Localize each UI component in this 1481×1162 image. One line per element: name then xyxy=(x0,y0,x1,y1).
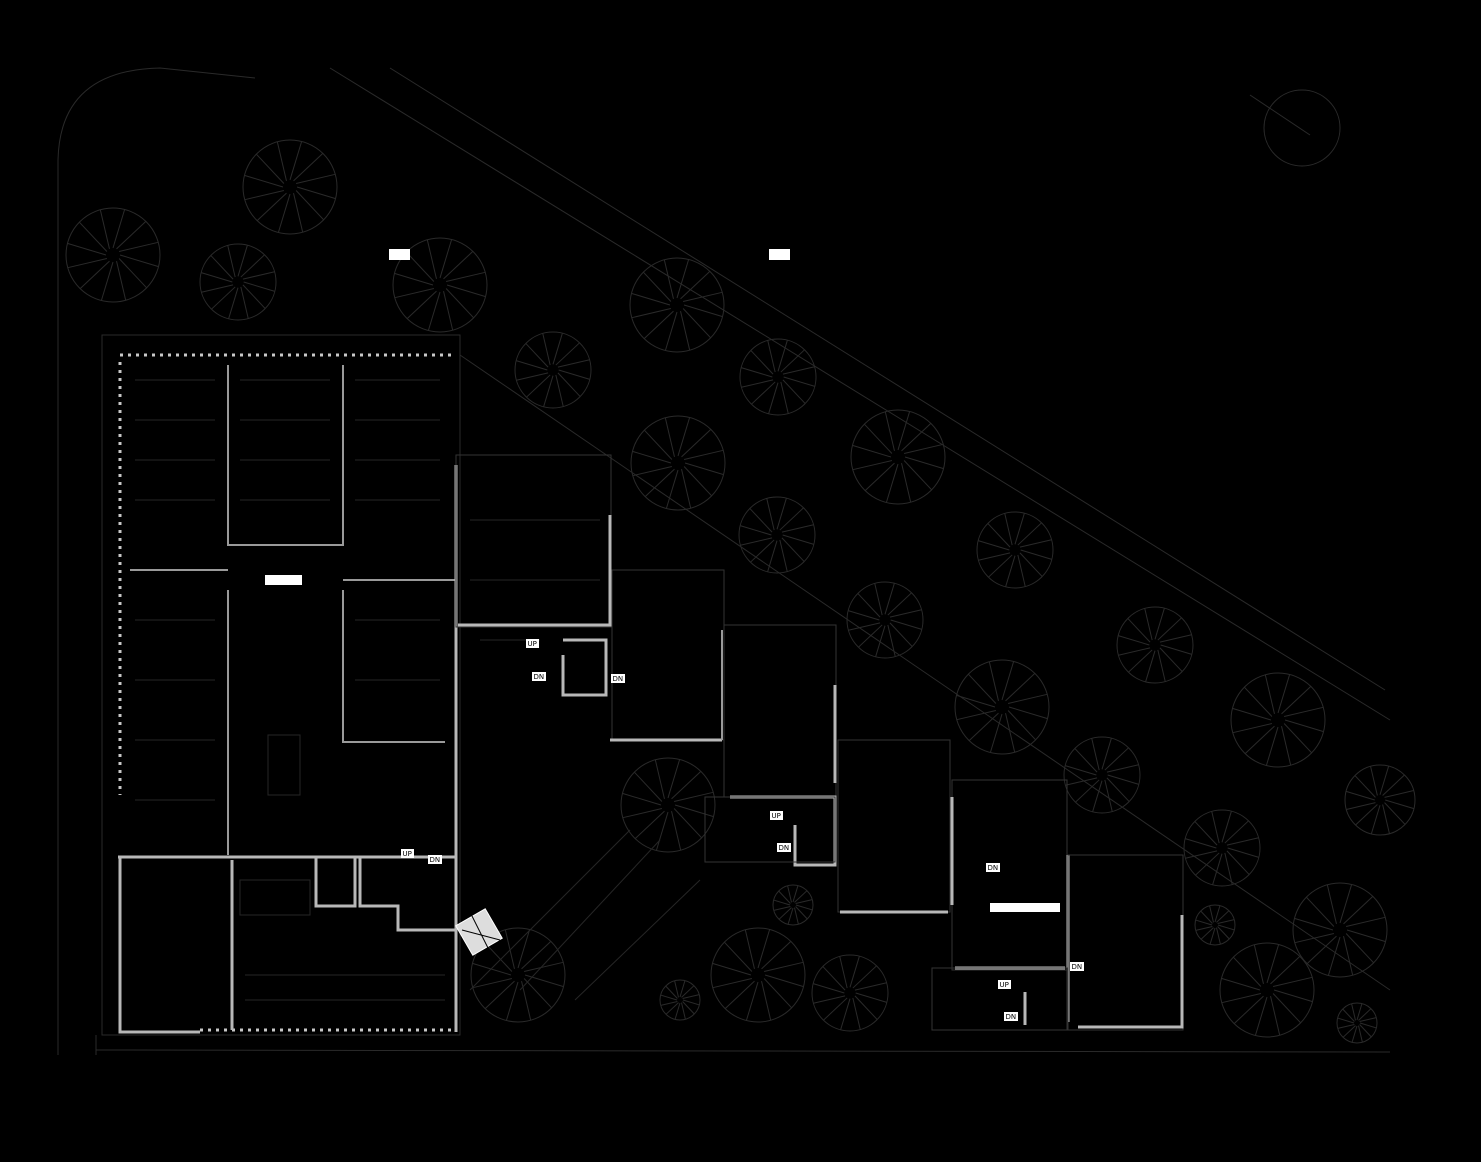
stair-down-label: DN xyxy=(613,675,624,683)
section-marker xyxy=(769,249,790,260)
tree-symbol xyxy=(850,409,946,505)
tree-symbol xyxy=(659,979,701,1021)
north-arrow-symbol xyxy=(455,908,503,956)
stair-label: DN xyxy=(1070,962,1084,971)
tree-symbol xyxy=(1292,882,1388,978)
tree-symbol xyxy=(630,415,726,511)
stair-up-label: UP xyxy=(528,640,537,648)
tree-symbol xyxy=(846,581,924,659)
tree-symbol xyxy=(470,927,566,1023)
stair-down-label: DN xyxy=(988,864,999,872)
tree-symbol xyxy=(629,257,725,353)
west-building xyxy=(101,334,461,1036)
stair-down-label: DN xyxy=(430,856,441,864)
stair-label: DN xyxy=(986,863,1000,872)
tree-symbol xyxy=(199,243,277,321)
stair-label: UP xyxy=(526,639,539,648)
room-tag-marker xyxy=(265,575,302,585)
tree-symbol xyxy=(392,237,488,333)
tree-symbol xyxy=(811,954,889,1032)
townhouse-row xyxy=(455,454,1184,1031)
stair-down-label: DN xyxy=(779,844,790,852)
tree-symbol xyxy=(1183,809,1261,887)
tree-symbol xyxy=(772,884,814,926)
tree-symbol xyxy=(739,338,817,416)
tree-symbol xyxy=(1116,606,1194,684)
stair-label: UP xyxy=(401,849,414,858)
stair-label: DN xyxy=(1004,1012,1018,1021)
tree-symbol xyxy=(1230,672,1326,768)
tree-symbol xyxy=(1194,904,1236,946)
tree-symbol xyxy=(514,331,592,409)
stair-label: DN xyxy=(611,674,625,683)
stair-down-label: DN xyxy=(534,673,545,681)
stair-up-label: UP xyxy=(403,850,412,858)
stair-label: DN xyxy=(777,843,791,852)
landscape-trees xyxy=(65,139,1416,1044)
tree-symbol xyxy=(1344,764,1416,836)
section-marker xyxy=(389,249,410,260)
stair-down-label: DN xyxy=(1006,1013,1017,1021)
stair-up-label: UP xyxy=(1000,981,1009,989)
room-tag-marker xyxy=(990,903,1060,912)
tree-symbol xyxy=(738,496,816,574)
tree-symbol xyxy=(1336,1002,1378,1044)
stair-label: DN xyxy=(532,672,546,681)
tree-symbol xyxy=(954,659,1050,755)
stair-label: DN xyxy=(428,855,442,864)
stair-down-label: DN xyxy=(1072,963,1083,971)
tree-symbol xyxy=(65,207,161,303)
tree-symbol xyxy=(976,511,1054,589)
tree-symbol xyxy=(620,757,716,853)
tree-symbol xyxy=(710,927,806,1023)
stair-label: UP xyxy=(770,811,783,820)
stair-up-label: UP xyxy=(772,812,781,820)
site-boundary xyxy=(57,67,1391,1055)
stair-label: UP xyxy=(998,980,1011,989)
tree-symbol xyxy=(1219,942,1315,1038)
tree-symbol xyxy=(242,139,338,235)
tree-symbol xyxy=(1063,736,1141,814)
